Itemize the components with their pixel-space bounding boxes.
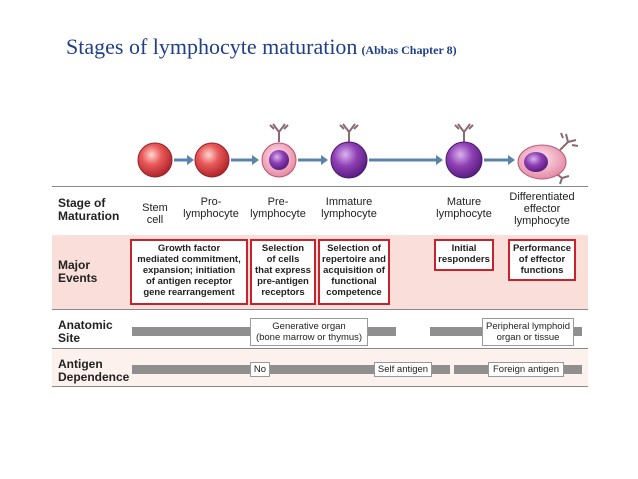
event-line: responders — [438, 254, 490, 265]
self-antigen-label: Self antigen — [374, 362, 432, 377]
stage-line: lymphocyte — [514, 215, 570, 227]
generative-site-bar — [132, 327, 250, 336]
arrow-icon — [231, 155, 259, 165]
stage-line: lymphocyte — [183, 208, 239, 220]
page-title: Stages of lymphocyte maturation (Abbas C… — [66, 34, 457, 60]
divider — [52, 386, 588, 387]
stage-pre-lymphocyte: Pre- lymphocyte — [246, 196, 310, 220]
pre-lymphocyte-icon — [261, 123, 297, 178]
stage-pro-lymphocyte: Pro- lymphocyte — [179, 196, 243, 220]
effector-lymphocyte-icon — [517, 132, 579, 185]
mature-lymphocyte-icon — [445, 123, 483, 179]
maturation-table: Stage of Maturation Major Events Anatomi… — [52, 186, 588, 387]
antigen-bar — [454, 365, 488, 374]
arrow-icon — [369, 155, 443, 165]
row-label-line: Site — [58, 331, 81, 345]
foreign-antigen-label: Foreign antigen — [488, 362, 564, 377]
stage-line: lymphocyte — [321, 208, 377, 220]
event-line: of effector — [518, 254, 566, 265]
event-line: acquisition of — [323, 265, 385, 276]
antigen-bar — [270, 365, 374, 374]
event-line: Initial — [451, 243, 477, 254]
event-line: mediated commitment, — [137, 254, 241, 265]
row-label-line: Maturation — [58, 209, 120, 223]
event-line: of antigen receptor — [145, 276, 233, 287]
peripheral-site-bar — [430, 327, 482, 336]
site-label-line: organ or tissue — [496, 332, 560, 343]
peripheral-site-bar — [574, 327, 582, 336]
row-label-line: Anatomic — [58, 318, 113, 332]
antigen-bar — [132, 365, 250, 374]
site-label-line: (bone marrow or thymus) — [255, 332, 363, 343]
immature-lymphocyte-icon — [330, 123, 368, 179]
event-line: pre-antigen — [257, 276, 309, 287]
event-line: of cells — [266, 254, 300, 265]
generative-organ-label: Generative organ (bone marrow or thymus) — [250, 318, 368, 346]
event-box: Performance of effector functions — [508, 239, 576, 281]
event-line: competence — [326, 287, 382, 298]
row-label-line: Stage of — [58, 196, 106, 210]
stage-mature-lymphocyte: Mature lymphocyte — [431, 196, 497, 220]
row-label-site: Anatomic Site — [58, 319, 113, 345]
stage-line: lymphocyte — [436, 208, 492, 220]
event-line: repertoire and — [322, 254, 386, 265]
stage-line: effector — [523, 203, 561, 215]
event-line: Growth factor — [157, 243, 221, 254]
divider — [52, 348, 588, 349]
row-label-events: Major Events — [58, 259, 97, 285]
event-box: Growth factor mediated commitment, expan… — [130, 239, 248, 305]
event-line: receptors — [261, 287, 305, 298]
row-label-line: Major — [58, 258, 91, 272]
row-label-line: Events — [58, 271, 98, 285]
divider — [52, 309, 588, 310]
stage-differentiated-effector: Differentiated effector lymphocyte — [502, 191, 582, 227]
event-box: Initial responders — [434, 239, 494, 271]
arrow-icon — [174, 155, 194, 165]
title-source: (Abbas Chapter 8) — [361, 43, 457, 57]
stage-line: Pro- — [200, 196, 222, 208]
event-line: Selection of — [327, 243, 381, 254]
event-line: Selection — [261, 243, 305, 254]
title-main: Stages of lymphocyte maturation — [66, 34, 358, 59]
stage-line: Mature — [446, 196, 482, 208]
stage-line: lymphocyte — [250, 208, 306, 220]
pro-lymphocyte-icon — [194, 142, 230, 178]
site-label-line: Peripheral lymphoid — [486, 321, 570, 332]
stage-immature-lymphocyte: Immature lymphocyte — [316, 196, 382, 220]
peripheral-organ-label: Peripheral lymphoid organ or tissue — [482, 318, 574, 346]
stage-row — [52, 187, 588, 235]
stage-stem-cell: Stem cell — [138, 202, 172, 226]
event-line: that express — [255, 265, 311, 276]
event-line: functions — [520, 265, 564, 276]
event-line: expansion; initiation — [142, 265, 236, 276]
generative-site-bar — [368, 327, 396, 336]
stage-line: Stem — [142, 202, 168, 214]
stage-line: Pre- — [267, 196, 289, 208]
arrow-icon — [298, 155, 328, 165]
arrow-icon — [484, 155, 515, 165]
row-label-stage: Stage of Maturation — [58, 197, 119, 223]
event-line: gene rearrangement — [143, 287, 235, 298]
stage-line: Immature — [325, 196, 373, 208]
row-label-line: Dependence — [58, 370, 130, 384]
row-label-line: Antigen — [58, 357, 103, 371]
site-label-line: Generative organ — [272, 321, 346, 332]
antigen-bar — [432, 365, 450, 374]
event-box: Selection of repertoire and acquisition … — [318, 239, 390, 305]
cell-illustration — [137, 123, 579, 185]
stage-line: Differentiated — [509, 191, 575, 203]
row-label-antigen: Antigen Dependence — [58, 358, 129, 384]
antigen-no-label: No — [250, 362, 270, 377]
event-line: functional — [331, 276, 377, 287]
stage-line: cell — [146, 214, 164, 226]
event-line: Performance — [512, 243, 572, 254]
event-box: Selection of cells that express pre-anti… — [250, 239, 316, 305]
antigen-bar — [564, 365, 582, 374]
divider — [52, 186, 588, 187]
stem-cell-icon — [137, 142, 173, 178]
